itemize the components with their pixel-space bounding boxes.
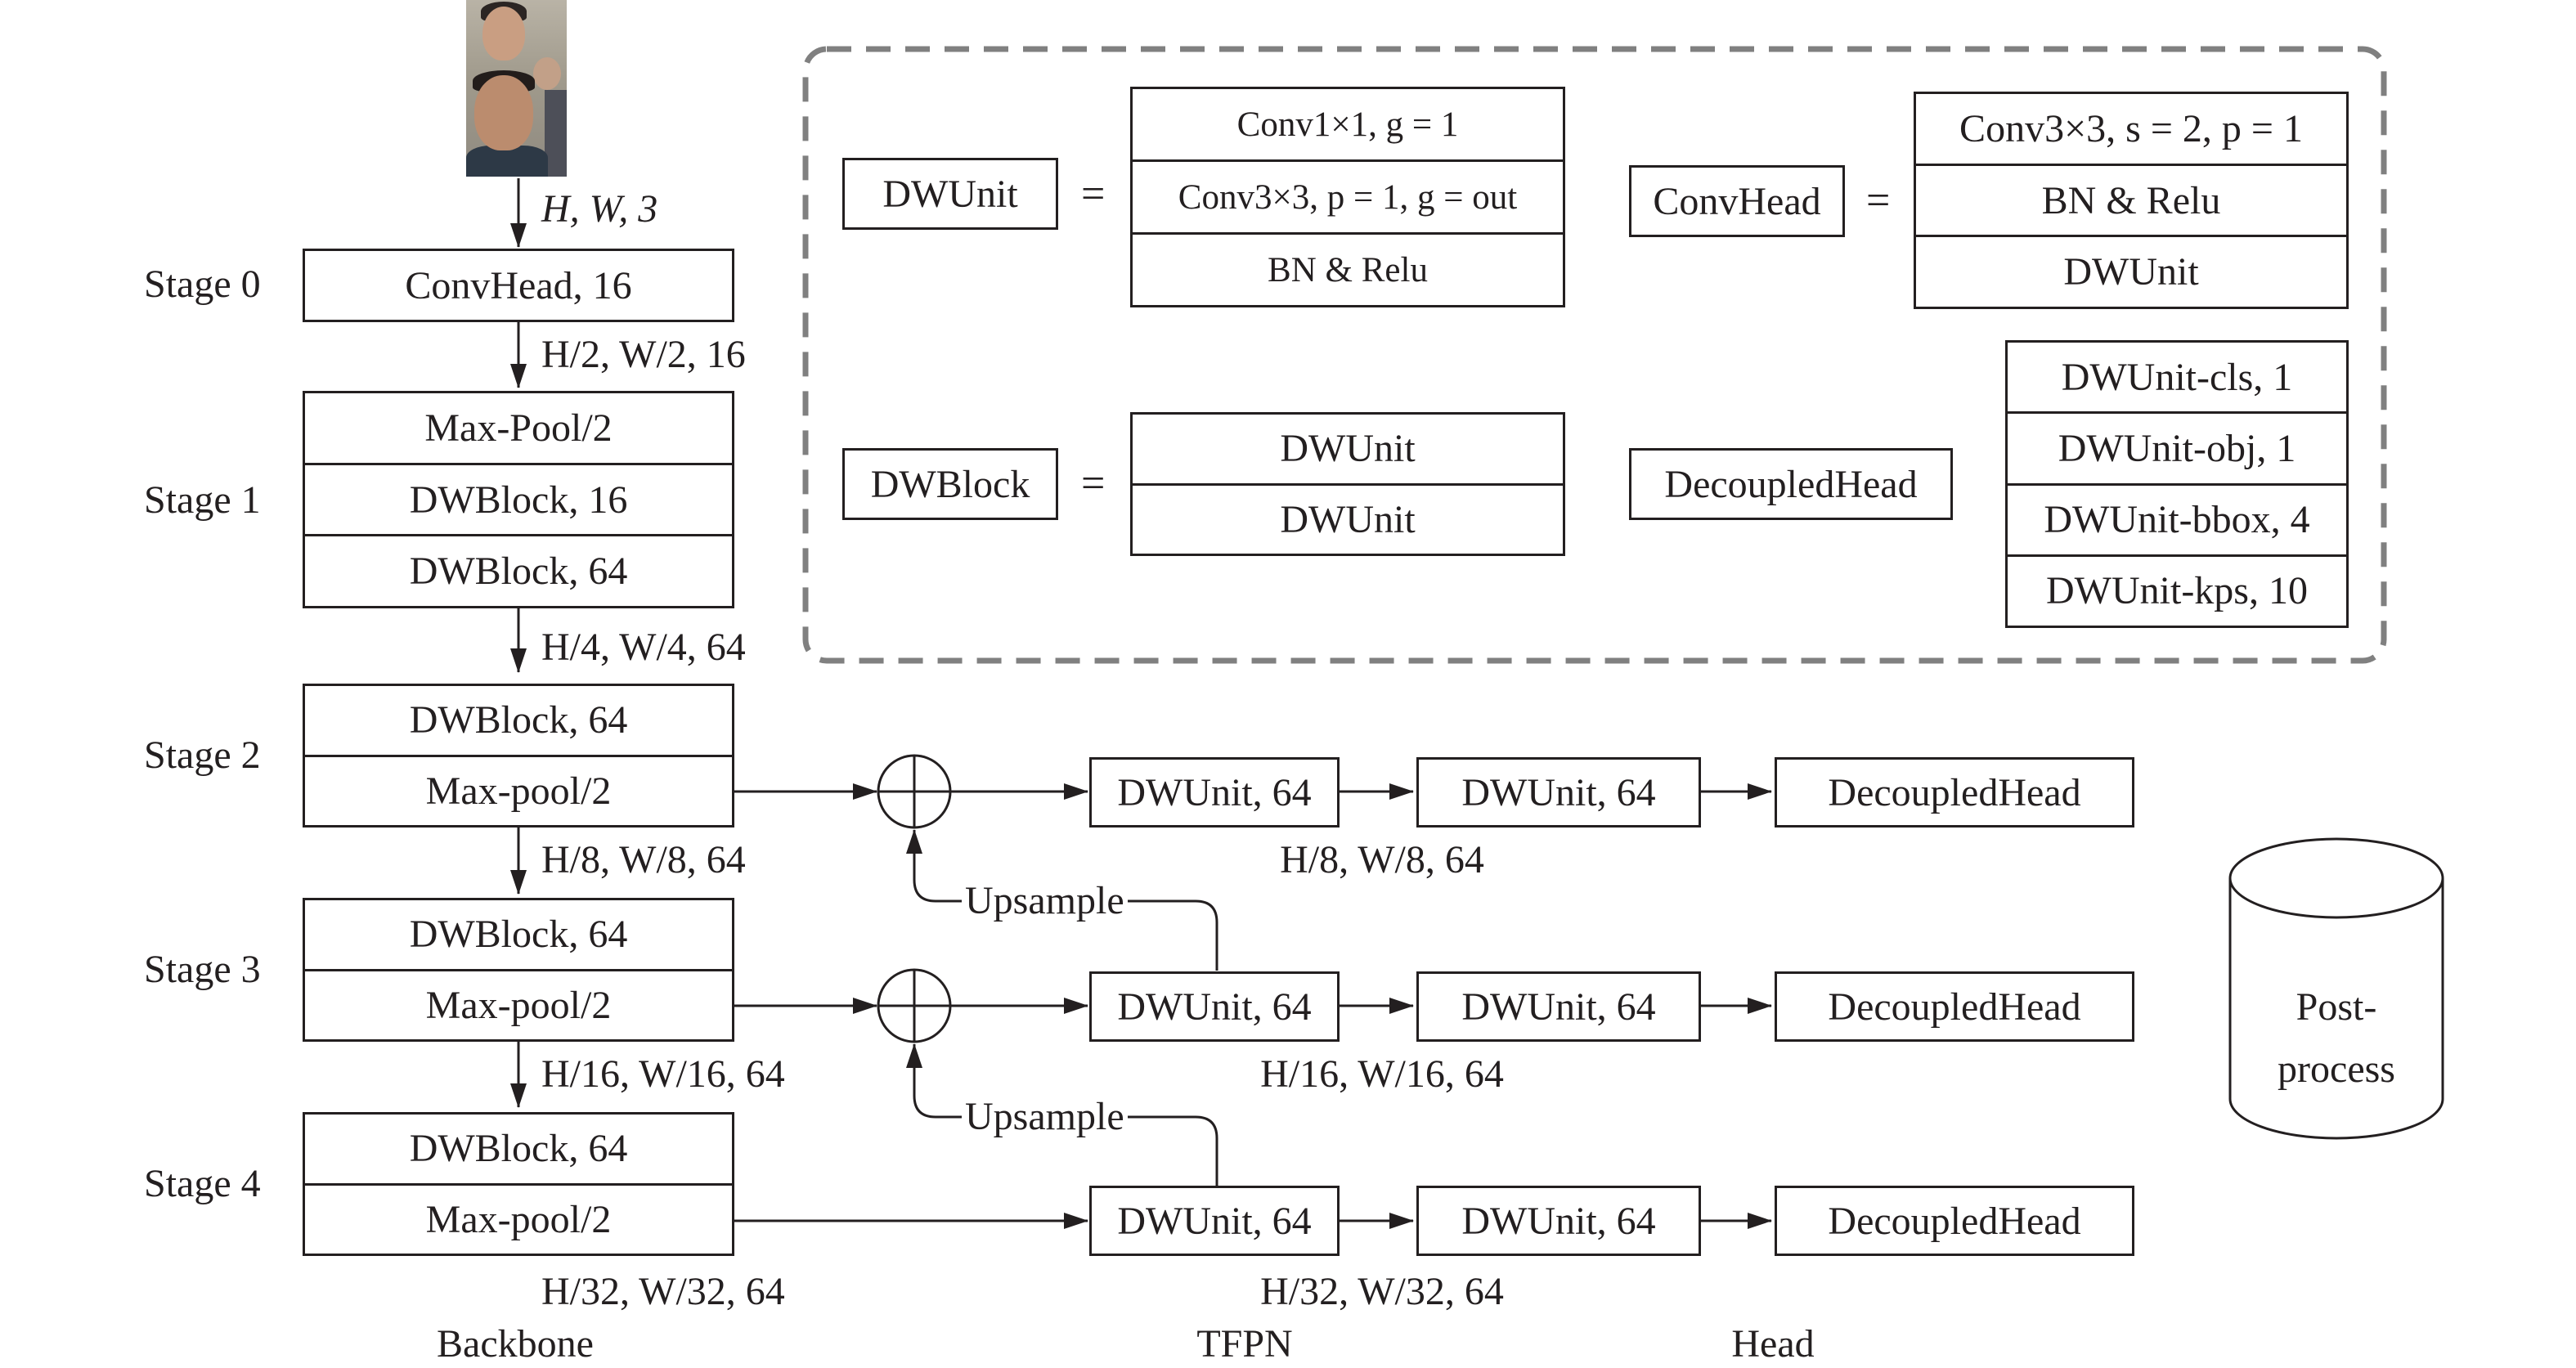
- legend-decoupledhead-def: DWUnit-cls, 1 DWUnit-obj, 1 DWUnit-bbox,…: [2005, 340, 2349, 628]
- postprocess-cylinder: [2228, 837, 2444, 1140]
- input-face-image: [466, 0, 567, 177]
- section-backbone: Backbone: [437, 1322, 594, 1366]
- legend-dwunit-row-3: BN & Relu: [1133, 232, 1563, 305]
- section-head: Head: [1731, 1322, 1815, 1366]
- legend-dwblock-row-1: DWUnit: [1280, 427, 1416, 471]
- dim-tfpn-2: H/16, W/16, 64: [1260, 1052, 1504, 1096]
- stage-1-block: Max-Pool/2 DWBlock, 16 DWBlock, 64: [303, 391, 734, 608]
- stage-3-label: Stage 3: [144, 948, 261, 991]
- legend-convhead-row-3: DWUnit: [1916, 235, 2346, 307]
- stage-1-maxpool: Max-Pool/2: [424, 406, 613, 450]
- head-unit-3: DWUnit, 64: [1416, 1186, 1701, 1256]
- legend-frame: [802, 46, 2387, 664]
- legend-dwblock-def: DWUnit DWUnit: [1130, 412, 1565, 556]
- legend-convhead-def: Conv3×3, s = 2, p = 1 BN & Relu DWUnit: [1914, 92, 2349, 309]
- legend-convhead-row-1: Conv3×3, s = 2, p = 1: [1959, 106, 2303, 150]
- stage-4-block: DWBlock, 64 Max-pool/2: [303, 1112, 734, 1256]
- dim-stage-4: H/32, W/32, 64: [541, 1270, 785, 1313]
- add-node-1: [877, 754, 952, 829]
- stage-0-block: ConvHead, 16: [303, 249, 734, 322]
- stage-1-dwblock-64: DWBlock, 64: [305, 534, 732, 606]
- legend-convhead-label: ConvHead: [1629, 165, 1845, 237]
- postprocess-line-1: Post-: [2296, 985, 2377, 1029]
- legend-dwunit-equals: =: [1081, 171, 1106, 218]
- stage-4-dwblock: DWBlock, 64: [409, 1127, 628, 1171]
- stage-3-block: DWBlock, 64 Max-pool/2: [303, 898, 734, 1042]
- stage-3-dwblock: DWBlock, 64: [409, 913, 628, 957]
- stage-4-maxpool: Max-pool/2: [305, 1182, 732, 1254]
- stage-2-block: DWBlock, 64 Max-pool/2: [303, 684, 734, 828]
- decoupled-head-2: DecoupledHead: [1775, 971, 2134, 1042]
- add-node-2: [877, 968, 952, 1043]
- head-unit-2: DWUnit, 64: [1416, 971, 1701, 1042]
- legend-dwunit-def: Conv1×1, g = 1 Conv3×3, p = 1, g = out B…: [1130, 87, 1565, 307]
- tfpn-unit-1: DWUnit, 64: [1089, 757, 1340, 828]
- legend-convhead-equals: =: [1866, 177, 1891, 224]
- stage-3-maxpool: Max-pool/2: [305, 968, 732, 1040]
- legend-decoupledhead-row-3: DWUnit-bbox, 4: [2008, 482, 2346, 554]
- dim-input: H, W, 3: [541, 187, 658, 231]
- legend-dwblock-equals: =: [1081, 460, 1106, 507]
- postprocess-line-2: process: [2278, 1047, 2395, 1091]
- dim-stage-0: H/2, W/2, 16: [541, 333, 746, 376]
- stage-2-dwblock: DWBlock, 64: [409, 698, 628, 742]
- upsample-label-2: Upsample: [962, 1097, 1128, 1137]
- tfpn-unit-3: DWUnit, 64: [1089, 1186, 1340, 1256]
- stage-2-label: Stage 2: [144, 733, 261, 777]
- stage-2-maxpool: Max-pool/2: [305, 754, 732, 826]
- stage-1-label: Stage 1: [144, 478, 261, 522]
- stage-1-dwblock-16: DWBlock, 16: [305, 462, 732, 535]
- legend-dwunit-label: DWUnit: [842, 158, 1058, 230]
- legend-dwunit-row-2: Conv3×3, p = 1, g = out: [1133, 159, 1563, 232]
- legend-dwblock-row-2: DWUnit: [1133, 482, 1563, 554]
- section-tfpn: TFPN: [1196, 1322, 1293, 1366]
- legend-convhead-row-2: BN & Relu: [1916, 163, 2346, 235]
- legend-decoupledhead-row-4: DWUnit-kps, 10: [2008, 554, 2346, 626]
- legend-dwunit-row-1: Conv1×1, g = 1: [1236, 105, 1459, 144]
- stage-4-label: Stage 4: [144, 1162, 261, 1205]
- stage-0-convhead: ConvHead, 16: [405, 263, 632, 307]
- dim-stage-2: H/8, W/8, 64: [541, 838, 746, 881]
- upsample-label-1: Upsample: [962, 881, 1128, 921]
- decoupled-head-3: DecoupledHead: [1775, 1186, 2134, 1256]
- dim-tfpn-3: H/32, W/32, 64: [1260, 1270, 1504, 1313]
- decoupled-head-1: DecoupledHead: [1775, 757, 2134, 828]
- legend-decoupledhead-label: DecoupledHead: [1629, 448, 1953, 520]
- head-unit-1: DWUnit, 64: [1416, 757, 1701, 828]
- stage-0-label: Stage 0: [144, 262, 261, 306]
- tfpn-unit-2: DWUnit, 64: [1089, 971, 1340, 1042]
- dim-stage-1: H/4, W/4, 64: [541, 626, 746, 669]
- legend-decoupledhead-row-1: DWUnit-cls, 1: [2061, 355, 2293, 399]
- dim-tfpn-1: H/8, W/8, 64: [1280, 838, 1484, 881]
- dim-stage-3: H/16, W/16, 64: [541, 1052, 785, 1096]
- legend-decoupledhead-row-2: DWUnit-obj, 1: [2008, 411, 2346, 482]
- legend-dwblock-label: DWBlock: [842, 448, 1058, 520]
